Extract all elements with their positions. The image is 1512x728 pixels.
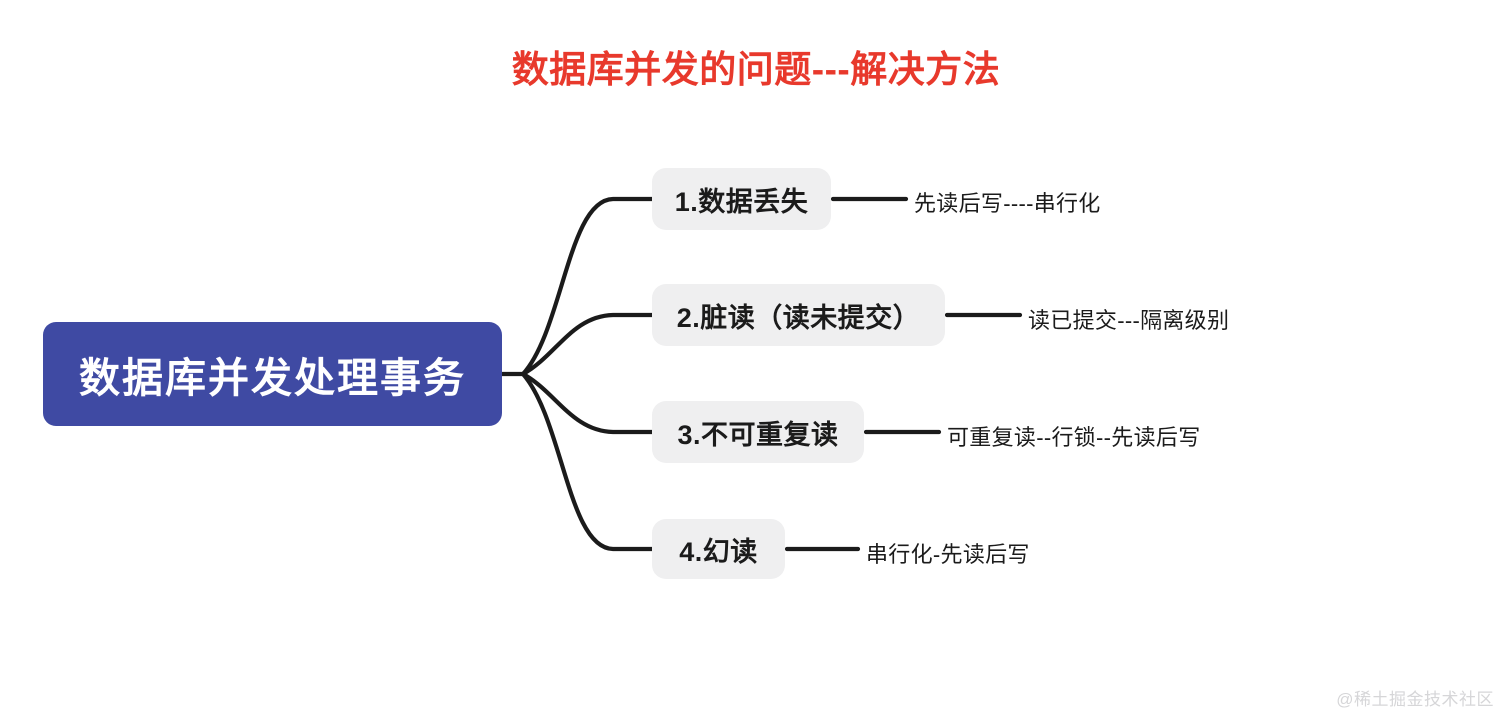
watermark: @稀土掘金技术社区 [1336, 690, 1494, 709]
branch-node-1[interactable]: 1.数据丢失 [652, 168, 831, 230]
branch-node-4[interactable]: 4.幻读 [652, 519, 785, 579]
branch-node-3[interactable]: 3.不可重复读 [652, 401, 864, 463]
solution-label-2: 读已提交---隔离级别 [1028, 308, 1230, 333]
branch-node-1-label: 1.数据丢失 [674, 186, 809, 217]
solution-label-1: 先读后写----串行化 [914, 191, 1101, 216]
branch-node-2-label: 2.脏读（读未提交） [676, 302, 921, 333]
connector-root-to-branch-4 [520, 371, 655, 552]
connector-root-to-branch-3 [520, 371, 655, 435]
root-node[interactable]: 数据库并发处理事务 [43, 322, 502, 426]
solution-label-3: 可重复读--行锁--先读后写 [947, 425, 1201, 450]
solution-label-4: 串行化-先读后写 [866, 542, 1030, 567]
branch-node-2[interactable]: 2.脏读（读未提交） [652, 284, 945, 346]
root-node-label: 数据库并发处理事务 [79, 355, 466, 401]
branch-node-4-label: 4.幻读 [679, 536, 758, 567]
page-title: 数据库并发的问题---解决方法 [511, 49, 1001, 90]
connector-root-to-branch-2 [520, 312, 655, 377]
connector-root-to-branch-1 [520, 196, 655, 377]
branch-node-3-label: 3.不可重复读 [677, 419, 839, 450]
